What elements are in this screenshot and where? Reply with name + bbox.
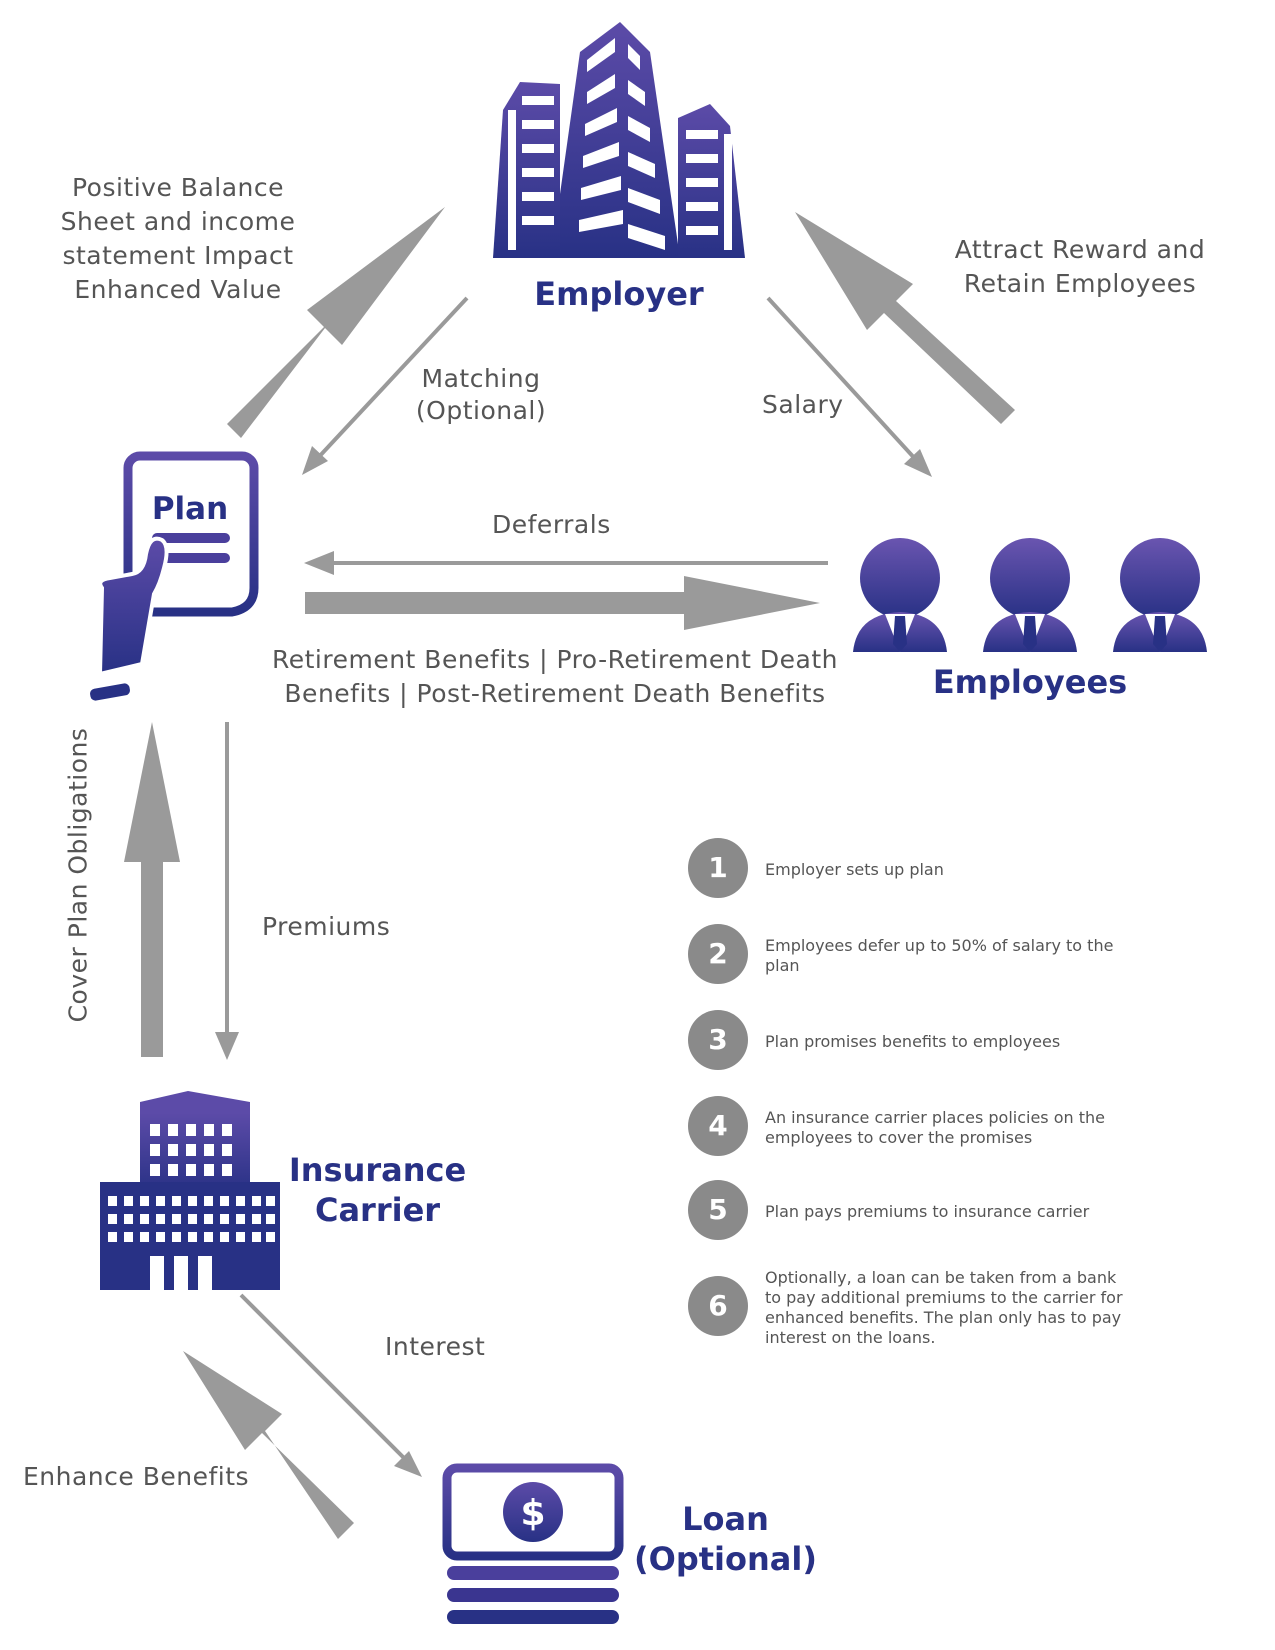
step-5: 5 Plan pays premiums to insurance carrie… [688,1180,1188,1244]
flow-arrows [124,207,1015,1539]
benefits-label: Retirement Benefits | Pro-Retirement Dea… [250,643,860,711]
thin-flow-arrows [225,296,920,1464]
employees-title: Employees [932,663,1128,701]
step-text: Plan promises benefits to employees [765,1032,1061,1051]
step-text: An insurance carrier places policies on … [765,1108,1105,1147]
benefits-line1: Retirement Benefits | Pro-Retirement Dea… [271,645,839,674]
attract-line2: Retain Employees [963,269,1197,298]
matching-label: Matching (Optional) [401,363,561,427]
step-6: 6 Optionally, a loan can be taken from a… [688,1268,1188,1347]
matching-line1: Matching [421,364,541,393]
insurance-carrier-title: Insurance Carrier [285,1150,470,1230]
employer-benefit-line1: Positive Balance [71,173,285,202]
step-number: 4 [688,1096,748,1156]
attract-label: Attract Reward and Retain Employees [930,233,1230,301]
svg-text:$: $ [520,1493,545,1534]
employer-benefit-label: Positive Balance Sheet and income statem… [28,171,328,307]
step-1: 1 Employer sets up plan [688,838,1188,902]
step-4: 4 An insurance carrier places policies o… [688,1096,1188,1160]
attract-line1: Attract Reward and [954,235,1206,264]
step-number: 1 [688,838,748,898]
employer-title: Employer [534,275,704,313]
loan-title-line2: (Optional) [634,1540,817,1578]
step-2: 2 Employees defer up to 50% of salary to… [688,924,1188,988]
step-text: Optionally, a loan can be taken from a b… [765,1268,1123,1347]
step-text: Employer sets up plan [765,860,944,879]
employer-benefit-line4: Enhanced Value [74,275,282,304]
dollar-bills-stack-icon: $ [442,1463,624,1624]
employer-benefit-line2: Sheet and income [60,207,296,236]
insurance-carrier-title-line2: Carrier [314,1191,441,1229]
matching-line2: (Optional) [415,396,547,425]
step-number: 3 [688,1010,748,1070]
premiums-label: Premiums [262,912,391,941]
office-building-icon [100,1091,280,1290]
deferrals-label: Deferrals [492,510,611,539]
interest-label: Interest [385,1332,486,1361]
step-number: 2 [688,924,748,984]
people-group-icon [853,538,1207,652]
step-3: 3 Plan promises benefits to employees [688,1010,1188,1074]
step-text: Plan pays premiums to insurance carrier [765,1202,1090,1221]
office-towers-icon [493,22,745,258]
benefits-line2: Benefits | Post-Retirement Death Benefit… [284,679,826,708]
step-text: Employees defer up to 50% of salary to t… [765,936,1114,975]
salary-label: Salary [762,390,844,419]
step-number: 6 [688,1276,748,1336]
loan-title-line1: Loan [682,1500,769,1538]
hand-holding-document-icon [90,451,259,701]
enhance-benefits-label: Enhance Benefits [23,1462,250,1491]
cover-plan-label: Cover Plan Obligations [63,727,93,1023]
step-number: 5 [688,1180,748,1240]
loan-title: Loan (Optional) [633,1499,818,1579]
plan-title: Plan [151,491,229,527]
insurance-carrier-title-line1: Insurance [288,1151,467,1189]
employer-benefit-line3: statement Impact [62,241,294,270]
